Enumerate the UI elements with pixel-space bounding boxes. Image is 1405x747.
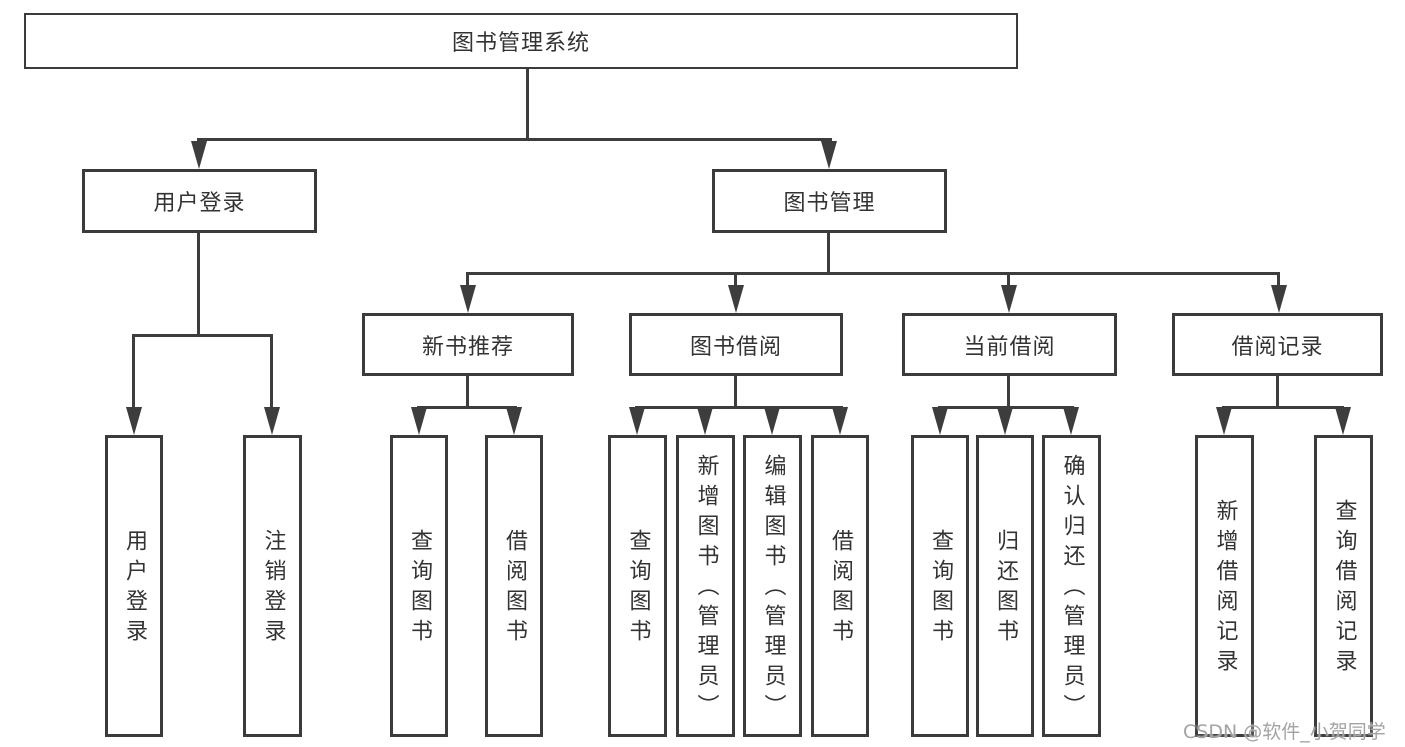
leaf-query-borrow-record: 查询借阅记录	[1314, 435, 1373, 737]
leaf-add-borrow-record: 新增借阅记录	[1195, 435, 1254, 737]
connector-line	[197, 138, 832, 141]
connector-line	[1222, 406, 1344, 409]
arrowhead-down-icon	[460, 285, 476, 313]
node-book-management-label: 图书管理	[783, 191, 876, 216]
arrowhead-down-icon	[1001, 285, 1017, 313]
arrowhead-down-icon	[697, 407, 713, 435]
leaf-label: 查询图书	[928, 529, 953, 649]
leaf-label: 新增借阅记录	[1212, 499, 1238, 679]
arrowhead-down-icon	[126, 407, 142, 435]
connector-line	[1007, 376, 1010, 409]
leaf-label: 注销登录	[260, 529, 286, 649]
leaf-label: 查询图书	[625, 529, 651, 649]
arrowhead-down-icon	[191, 141, 207, 169]
leaf-borrow-books-2: 借阅图书	[811, 435, 869, 737]
node-borrow-record: 借阅记录	[1172, 313, 1383, 376]
node-borrow-record-label: 借阅记录	[1231, 334, 1324, 360]
leaf-label: 确认归还（管理员）	[1059, 454, 1085, 724]
node-root-label: 图书管理系统	[451, 31, 590, 56]
arrowhead-down-icon	[764, 407, 780, 435]
arrowhead-down-icon	[1335, 407, 1351, 435]
connector-line	[827, 233, 830, 275]
leaf-query-books-2: 查询图书	[608, 435, 667, 737]
node-user-login: 用户登录	[82, 169, 317, 233]
node-user-login-label: 用户登录	[153, 191, 246, 216]
arrowhead-down-icon	[932, 407, 948, 435]
leaf-label: 用户登录	[122, 529, 147, 649]
leaf-label: 编辑图书（管理员）	[760, 454, 786, 724]
leaf-logout: 注销登录	[243, 435, 302, 737]
arrowhead-down-icon	[1271, 285, 1287, 313]
connector-line	[132, 334, 135, 414]
connector-line	[270, 334, 273, 414]
leaf-user-login: 用户登录	[105, 435, 163, 737]
leaf-query-books-3: 查询图书	[911, 435, 969, 737]
csdn-watermark: CSDN @软件_小贺同学	[1183, 721, 1386, 743]
node-book-management: 图书管理	[712, 169, 947, 233]
connector-line	[1277, 272, 1280, 286]
leaf-return-books: 归还图书	[976, 435, 1034, 737]
leaf-query-books-1: 查询图书	[390, 435, 448, 737]
connector-line	[635, 406, 843, 409]
leaf-label: 借阅图书	[502, 529, 527, 649]
connector-line	[466, 272, 469, 286]
node-current-borrow-label: 当前借阅	[963, 334, 1056, 360]
leaf-label: 借阅图书	[828, 529, 853, 649]
node-book-borrow-label: 图书借阅	[689, 334, 782, 360]
connector-line	[197, 233, 200, 337]
connector-line	[734, 272, 737, 286]
leaf-label: 查询借阅记录	[1331, 499, 1357, 679]
leaf-borrow-books-1: 借阅图书	[485, 435, 543, 737]
connector-line	[466, 376, 469, 409]
connector-line	[466, 272, 1280, 275]
leaf-edit-books-admin: 编辑图书（管理员）	[743, 435, 802, 737]
arrowhead-down-icon	[1216, 407, 1232, 435]
arrowhead-down-icon	[506, 407, 522, 435]
arrowhead-down-icon	[1063, 407, 1079, 435]
arrowhead-down-icon	[728, 285, 744, 313]
arrowhead-down-icon	[821, 141, 837, 169]
arrowhead-down-icon	[832, 407, 848, 435]
arrowhead-down-icon	[264, 407, 280, 435]
connector-line	[132, 334, 273, 337]
connector-line	[1276, 376, 1279, 409]
arrowhead-down-icon	[997, 407, 1013, 435]
leaf-label: 查询图书	[407, 529, 432, 649]
connector-line	[734, 376, 737, 409]
arrowhead-down-icon	[629, 407, 645, 435]
leaf-label: 归还图书	[993, 529, 1018, 649]
connector-line	[1007, 272, 1010, 286]
connector-line	[417, 406, 517, 409]
leaf-add-books-admin: 新增图书（管理员）	[676, 435, 735, 737]
arrowhead-down-icon	[411, 407, 427, 435]
node-new-book-recommend-label: 新书推荐	[421, 334, 514, 360]
connector-line	[526, 69, 529, 140]
node-new-book-recommend: 新书推荐	[362, 313, 574, 376]
node-book-borrow: 图书借阅	[629, 313, 843, 376]
leaf-label: 新增图书（管理员）	[693, 454, 719, 724]
node-current-borrow: 当前借阅	[902, 313, 1117, 376]
leaf-confirm-return-admin: 确认归还（管理员）	[1042, 435, 1101, 737]
node-root: 图书管理系统	[24, 13, 1018, 69]
